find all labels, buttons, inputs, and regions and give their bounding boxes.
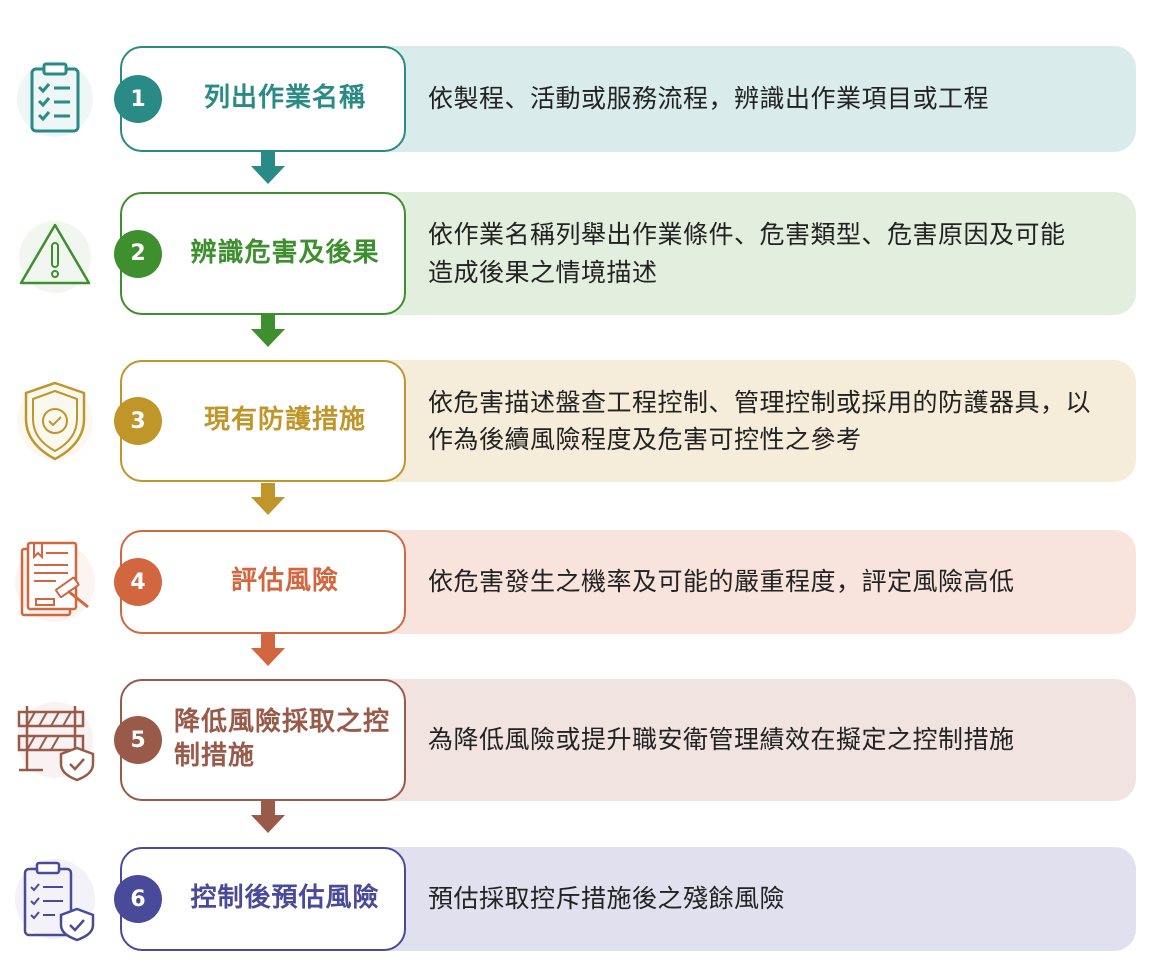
- arrow-down-icon: [251, 634, 285, 666]
- step-number-badge: 5: [114, 716, 162, 764]
- clipboard-shield-icon: [10, 847, 100, 951]
- document-gavel-icon: [10, 530, 100, 634]
- step-number-badge: 1: [114, 75, 162, 123]
- arrow-down-icon: [251, 315, 285, 347]
- step-description-box: 依危害描述盤查工程控制、管理控制或採用的防護器具，以作為後續風險程度及危害可控性…: [380, 360, 1136, 482]
- step-2: 依作業名稱列舉出作業條件、危害類型、危害原因及可能造成後果之情境描述 2 辨識危…: [0, 192, 1154, 315]
- step-description: 依製程、活動或服務流程，辨識出作業項目或工程: [428, 84, 990, 114]
- step-description-box: 依作業名稱列舉出作業條件、危害類型、危害原因及可能造成後果之情境描述: [380, 192, 1136, 315]
- step-title-box: 6 控制後預估風險: [114, 847, 406, 951]
- step-title-box: 4 評估風險: [114, 530, 406, 634]
- step-title: 控制後預估風險: [190, 883, 380, 914]
- step-description: 依作業名稱列舉出作業條件、危害類型、危害原因及可能造成後果之情境描述: [428, 220, 1066, 287]
- step-title-box: 2 辨識危害及後果: [114, 192, 406, 315]
- step-4: 依危害發生之機率及可能的嚴重程度，評定風險高低 4 評估風險: [0, 530, 1154, 634]
- step-6: 預估採取控斥措施後之殘餘風險 6 控制後預估風險: [0, 847, 1154, 951]
- step-description: 依危害描述盤查工程控制、管理控制或採用的防護器具，以作為後續風險程度及危害可控性…: [428, 387, 1092, 455]
- step-title: 列出作業名稱: [203, 83, 366, 114]
- step-description-box: 依製程、活動或服務流程，辨識出作業項目或工程: [380, 46, 1136, 152]
- step-title: 辨識危害及後果: [190, 237, 380, 268]
- barrier-shield-icon: [10, 679, 100, 801]
- step-description: 依危害發生之機率及可能的嚴重程度，評定風險高低: [428, 567, 1015, 597]
- step-title: 評估風險: [230, 566, 339, 597]
- step-title: 降低風險採取之控制措施: [174, 707, 391, 771]
- step-title-box: 5 降低風險採取之控制措施: [114, 679, 406, 801]
- step-5: 為降低風險或提升職安衛管理績效在擬定之控制措施 5 降低風險採取之控制措施: [0, 679, 1154, 801]
- arrow-down-icon: [251, 483, 285, 515]
- step-number-badge: 4: [114, 558, 162, 606]
- step-number-badge: 6: [114, 875, 162, 923]
- step-title-box: 3 現有防護措施: [114, 360, 406, 482]
- step-number-badge: 2: [114, 229, 162, 278]
- step-description-box: 為降低風險或提升職安衛管理績效在擬定之控制措施: [380, 679, 1136, 801]
- step-description-box: 依危害發生之機率及可能的嚴重程度，評定風險高低: [380, 530, 1136, 634]
- step-title-box: 1 列出作業名稱: [114, 46, 406, 152]
- step-title: 現有防護措施: [203, 405, 366, 436]
- step-1: 依製程、活動或服務流程，辨識出作業項目或工程 1 列出作業名稱: [0, 46, 1154, 152]
- warning-icon: [10, 192, 100, 315]
- step-description-box: 預估採取控斥措施後之殘餘風險: [380, 847, 1136, 951]
- arrow-down-icon: [251, 152, 285, 184]
- arrow-down-icon: [251, 801, 285, 833]
- step-description: 為降低風險或提升職安衛管理績效在擬定之控制措施: [428, 725, 1015, 755]
- step-number-badge: 3: [114, 397, 162, 445]
- shield-check-icon: [10, 360, 100, 482]
- step-3: 依危害描述盤查工程控制、管理控制或採用的防護器具，以作為後續風險程度及危害可控性…: [0, 360, 1154, 482]
- step-description: 預估採取控斥措施後之殘餘風險: [428, 884, 786, 914]
- checklist-icon: [10, 46, 100, 152]
